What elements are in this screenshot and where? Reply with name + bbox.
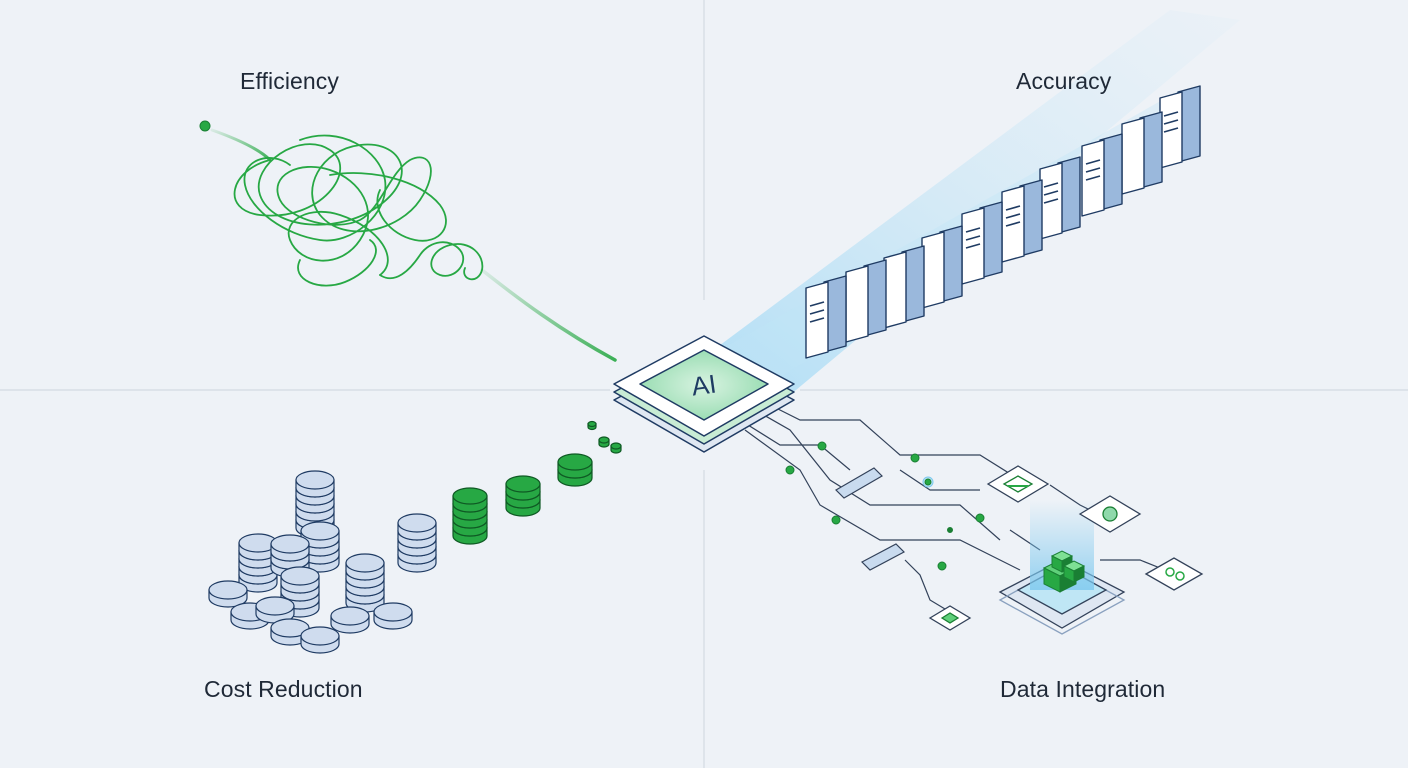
coin-stack-icon xyxy=(208,420,622,654)
efficiency-label: Efficiency xyxy=(240,68,340,94)
ai-chip-icon: AI xyxy=(613,335,795,453)
circuit-pads xyxy=(835,467,905,571)
network-cube-icon xyxy=(928,465,1204,635)
document-stack-icon xyxy=(805,85,1201,359)
data-integration-label: Data Integration xyxy=(1000,676,1166,702)
accuracy-label: Accuracy xyxy=(1016,68,1112,94)
cost-reduction-label: Cost Reduction xyxy=(204,676,363,702)
tangled-path-icon xyxy=(199,120,617,362)
circuit-nodes xyxy=(785,441,985,571)
ai-chip-label: AI xyxy=(690,368,719,401)
